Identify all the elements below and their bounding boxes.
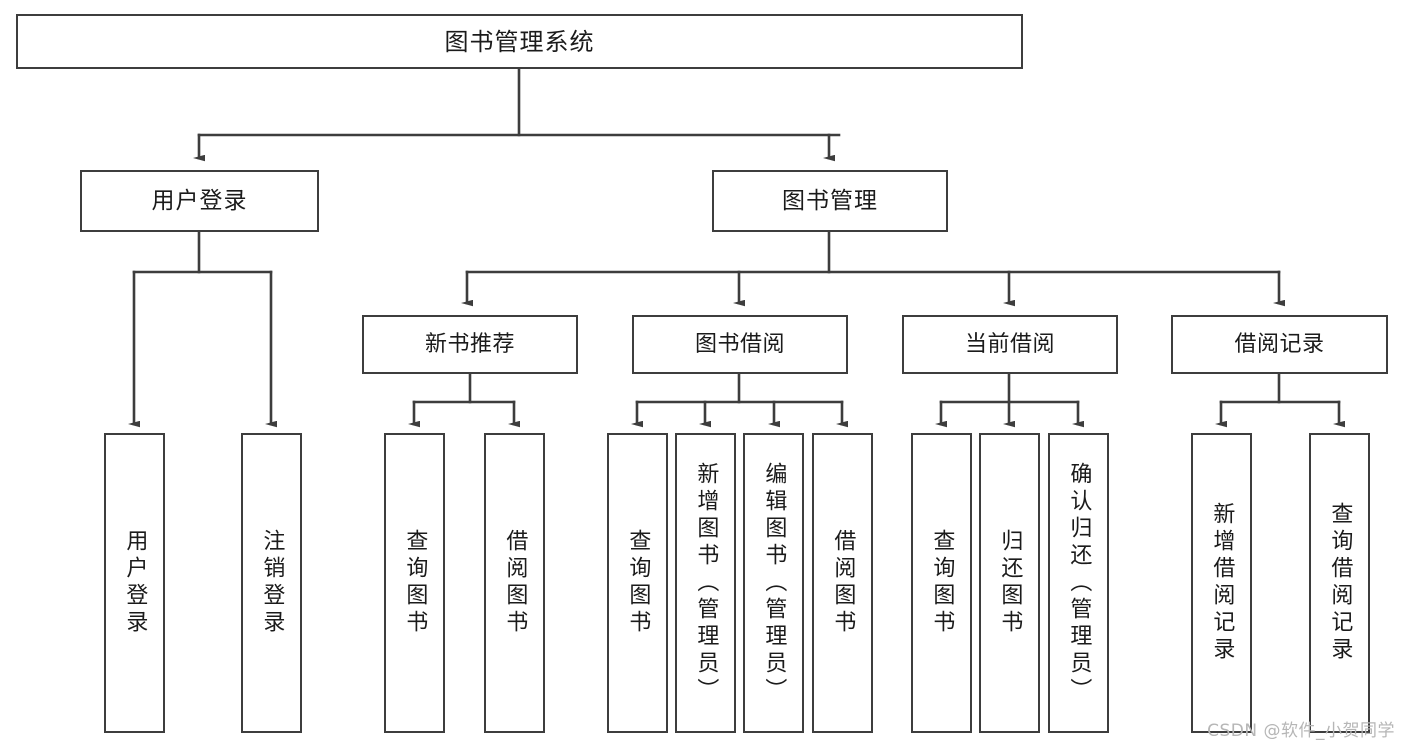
node-label: 借阅记录: [1234, 331, 1325, 357]
node-label: 编辑图书（管理员）: [761, 461, 787, 705]
leaf-book-borrow-edit-book-admin[interactable]: 编辑图书（管理员）: [743, 433, 804, 733]
leaf-current-borrow-query-book[interactable]: 查询图书: [911, 433, 972, 733]
leaf-new-book-query-book[interactable]: 查询图书: [384, 433, 445, 733]
node-label: 新增图书（管理员）: [693, 461, 719, 705]
node-label: 注销登录: [259, 529, 285, 637]
node-label: 查询借阅记录: [1327, 502, 1353, 664]
node-label: 归还图书: [997, 529, 1023, 637]
node-new-book-recommend[interactable]: 新书推荐: [362, 315, 578, 374]
node-label: 借阅图书: [502, 529, 528, 637]
leaf-book-borrow-borrow-book[interactable]: 借阅图书: [812, 433, 873, 733]
node-label: 用户登录: [122, 529, 148, 637]
node-label: 新增借阅记录: [1209, 502, 1235, 664]
leaf-user-login-logout[interactable]: 注销登录: [241, 433, 302, 733]
watermark: CSDN @软件_小贺同学: [1207, 721, 1395, 741]
node-label: 当前借阅: [964, 331, 1055, 357]
node-book-management[interactable]: 图书管理: [712, 170, 948, 232]
node-label: 借阅图书: [830, 529, 856, 637]
leaf-book-borrow-query-book[interactable]: 查询图书: [607, 433, 668, 733]
node-label: 用户登录: [151, 187, 248, 214]
node-label: 图书借阅: [694, 331, 785, 357]
leaf-borrow-record-query-record[interactable]: 查询借阅记录: [1309, 433, 1370, 733]
node-label: 查询图书: [929, 529, 955, 637]
node-label: 图书管理: [782, 187, 878, 214]
node-label: 查询图书: [625, 529, 651, 637]
node-user-login[interactable]: 用户登录: [80, 170, 319, 232]
leaf-new-book-borrow-book[interactable]: 借阅图书: [484, 433, 545, 733]
leaf-borrow-record-add-record[interactable]: 新增借阅记录: [1191, 433, 1252, 733]
node-label: 图书管理系统: [444, 27, 595, 56]
node-label: 确认归还（管理员）: [1066, 461, 1092, 705]
leaf-book-borrow-add-book-admin[interactable]: 新增图书（管理员）: [675, 433, 736, 733]
node-label: 新书推荐: [424, 331, 515, 357]
leaf-user-login-login[interactable]: 用户登录: [104, 433, 165, 733]
leaf-current-borrow-confirm-return-admin[interactable]: 确认归还（管理员）: [1048, 433, 1109, 733]
node-current-borrow[interactable]: 当前借阅: [902, 315, 1118, 374]
node-borrow-record[interactable]: 借阅记录: [1171, 315, 1388, 374]
node-label: 查询图书: [402, 529, 428, 637]
leaf-current-borrow-return-book[interactable]: 归还图书: [979, 433, 1040, 733]
node-root-book-management-system[interactable]: 图书管理系统: [16, 14, 1023, 69]
node-book-borrow[interactable]: 图书借阅: [632, 315, 848, 374]
